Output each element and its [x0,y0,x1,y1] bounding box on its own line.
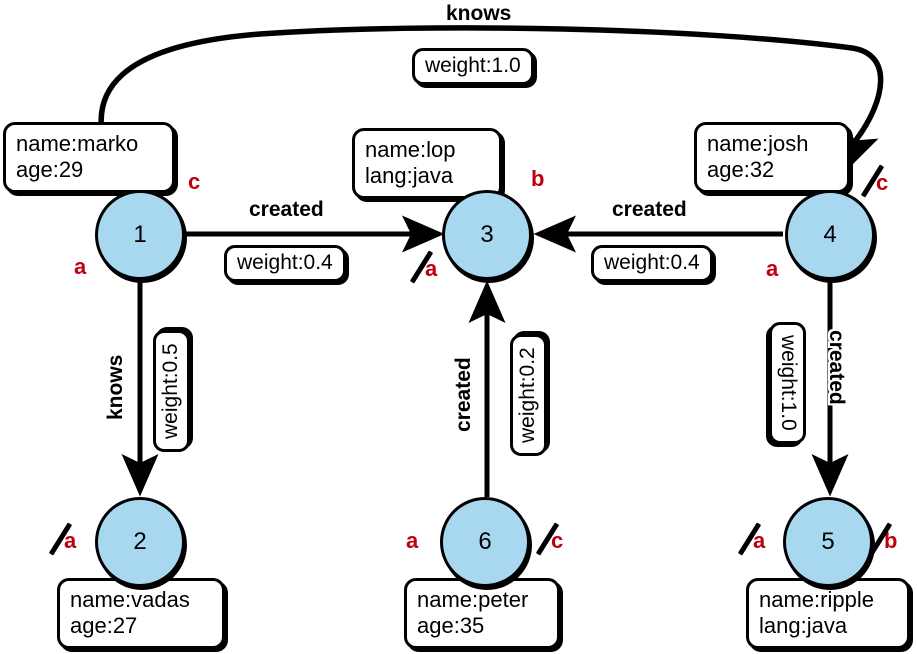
annotation-node3-a: a [409,250,439,284]
annotation-letter: b [531,166,545,191]
annotation-letter: c [876,170,889,195]
annotation-node5-a: a [737,522,767,556]
property-age: age:29 [16,156,84,182]
annotation-letter: a [406,528,419,553]
edge-label-knows-down: knows [104,354,127,420]
property-name: name:peter [417,587,529,612]
property-name: name:ripple [759,587,874,612]
annotation-node6-c: c [535,522,565,556]
annotation-node4-a: a [766,258,778,280]
annotation-node1-c: c [188,171,200,193]
property-age: age:35 [417,612,485,638]
property-name: name:josh [707,131,809,156]
property-name: name:marko [16,131,139,156]
node-3[interactable]: 3 [442,190,532,280]
node-2[interactable]: 2 [95,497,185,587]
node-4[interactable]: 4 [785,190,875,280]
annotation-letter: c [551,528,564,553]
annotation-letter: c [188,169,201,194]
property-box-node-3: name:lop lang:java [352,128,502,199]
weight-created-6-3: weight:0.2 [510,334,548,456]
node-label: 3 [480,221,494,248]
annotation-node2-a: a [48,522,78,556]
property-box-node-1: name:marko age:29 [3,122,175,193]
node-1[interactable]: 1 [95,190,185,280]
edge-knows-1-4 [98,25,884,175]
node-label: 2 [133,528,147,555]
node-6[interactable]: 6 [440,497,530,587]
weight-created-4-5: weight:1.0 [768,322,806,444]
edge-label-knows-top: knows [446,2,512,25]
property-age: age:27 [70,612,138,638]
annotation-letter: a [64,528,77,553]
annotation-letter: a [425,256,438,281]
node-5[interactable]: 5 [783,497,873,587]
annotation-node1-a: a [74,256,86,278]
node-label: 4 [823,221,837,248]
property-lang: lang:java [365,162,454,188]
annotation-node4-c: c [860,164,890,198]
node-label: 1 [133,221,147,248]
annotation-letter: a [74,254,87,279]
edge-label-created-left: created [249,198,324,221]
annotation-node6-a: a [406,530,418,552]
weight-created-1-3: weight:0.4 [224,245,346,283]
annotation-letter: a [753,528,766,553]
weight-knows-1-4: weight:1.0 [412,48,534,86]
property-box-node-2: name:vadas age:27 [57,578,225,649]
property-box-node-4: name:josh age:32 [694,122,850,193]
property-lang: lang:java [759,612,848,638]
weight-created-4-3: weight:0.4 [591,245,713,283]
node-label: 6 [478,528,492,555]
edge-label-created-right-down: created [825,330,848,405]
annotation-letter: a [766,256,779,281]
edge-label-created-right: created [612,198,687,221]
property-age: age:32 [707,156,775,182]
property-name: name:vadas [70,587,190,612]
property-name: name:lop [365,137,456,162]
edge-label-created-up: created [452,357,475,432]
node-label: 5 [821,528,835,555]
property-box-node-5: name:ripple lang:java [746,578,910,649]
weight-knows-1-2: weight:0.5 [153,330,191,452]
property-box-node-6: name:peter age:35 [404,578,560,649]
annotation-node3-b: b [531,168,544,190]
annotation-letter: b [884,528,898,553]
annotation-node5-b: b [868,522,899,556]
